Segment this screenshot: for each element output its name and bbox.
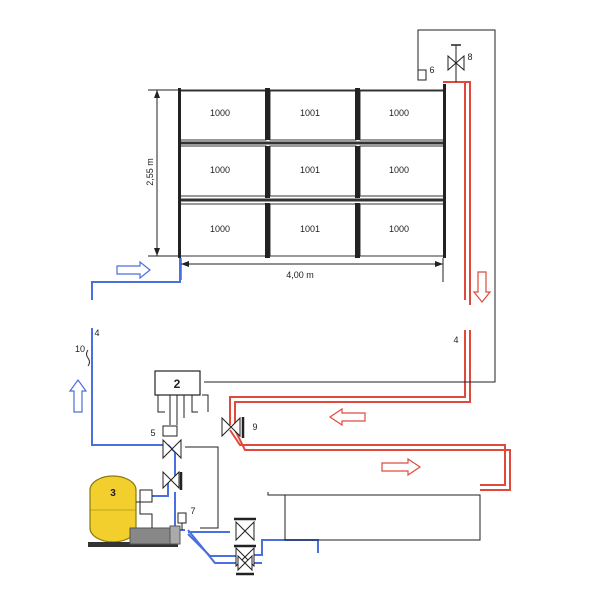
item-10: 10	[75, 344, 90, 367]
controller-label: 2	[174, 377, 181, 391]
sensor-6: 6	[417, 65, 435, 81]
pipe-4-left-label: 4	[94, 328, 99, 338]
panel-label: 1001	[300, 224, 320, 234]
valve-9-label: 9	[252, 422, 257, 432]
panel-label: 1000	[389, 224, 409, 234]
panel-label: 1001	[300, 165, 320, 175]
storage-tank: 3	[88, 475, 181, 547]
svg-text:10: 10	[75, 344, 85, 354]
collector-panel	[179, 89, 267, 141]
sensor-wiring	[185, 29, 496, 541]
width-dimension: 4,00 m	[180, 258, 444, 282]
valve-5: 5	[150, 425, 182, 460]
panel-label: 1000	[389, 108, 409, 118]
check-valve	[162, 470, 183, 490]
width-label: 4,00 m	[286, 270, 314, 280]
collector-array: 1000 1001 1000 1000 1001 1000 1000 1001 …	[178, 84, 446, 258]
panel-label: 1000	[210, 224, 230, 234]
cold-flow-arrow	[68, 260, 151, 413]
collector-panel	[359, 89, 445, 141]
collector-panel	[269, 145, 357, 197]
sensor-7: 7	[177, 506, 196, 530]
valve-lower-3	[236, 554, 254, 576]
height-dimension: 2,55 m	[145, 89, 180, 257]
controller-box: 2	[154, 370, 201, 425]
panel-label: 1000	[389, 165, 409, 175]
hot-pipe	[229, 81, 511, 491]
valve-lower-1	[234, 517, 256, 542]
air-vent-8: 8	[447, 44, 473, 82]
panel-label: 1001	[300, 108, 320, 118]
panel-label: 1000	[210, 165, 230, 175]
sensor-6-label: 6	[429, 65, 434, 75]
panel-label: 1000	[210, 108, 230, 118]
valve-9: 9	[221, 416, 258, 438]
collector-panel	[179, 145, 267, 197]
sensor-7-label: 7	[190, 506, 195, 516]
height-label: 2,55 m	[145, 158, 155, 186]
collector-panel	[269, 89, 357, 141]
hot-flow-arrow	[328, 271, 492, 477]
valve-5-label: 5	[150, 428, 155, 438]
air-vent-8-label: 8	[467, 52, 472, 62]
pipe-4-right-label: 4	[453, 335, 458, 345]
tank-label: 3	[110, 488, 116, 499]
